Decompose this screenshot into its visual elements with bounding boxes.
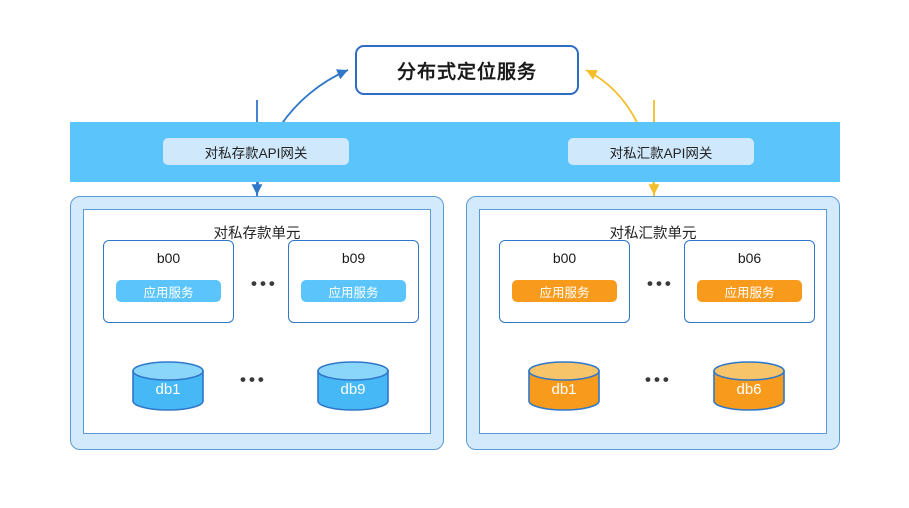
ellipsis-databases-deposit: ••• <box>240 370 267 389</box>
service-box[interactable]: 分布式定位服务 <box>355 45 579 95</box>
service-pill[interactable]: 应用服务 <box>116 280 221 302</box>
node-b00-remit[interactable]: b00 应用服务 <box>499 240 630 323</box>
database-db9-deposit[interactable]: db9 <box>317 361 389 411</box>
database-label: db1 <box>155 381 181 398</box>
database-label: db6 <box>736 381 762 398</box>
node-name: b00 <box>156 250 181 266</box>
node-name: b06 <box>737 250 762 266</box>
database-db1-deposit[interactable]: db1 <box>132 361 204 411</box>
service-pill[interactable]: 应用服务 <box>301 280 406 302</box>
unit-remit: 对私汇款单元 <box>466 196 840 450</box>
node-name: b00 <box>552 250 577 266</box>
service-pill[interactable]: 应用服务 <box>697 280 802 302</box>
ellipsis-nodes-deposit: ••• <box>251 274 278 293</box>
service-pill[interactable]: 应用服务 <box>512 280 617 302</box>
database-label: db9 <box>340 381 366 398</box>
unit-remit-title: 对私汇款单元 <box>609 226 697 242</box>
gateway-remit[interactable]: 对私汇款API网关 <box>568 138 754 165</box>
node-b00-deposit[interactable]: b00 应用服务 <box>103 240 234 323</box>
database-label: db1 <box>551 381 577 398</box>
database-db6-remit[interactable]: db6 <box>713 361 785 411</box>
service-box-title: 分布式定位服务 <box>396 61 537 83</box>
node-name: b09 <box>341 250 366 266</box>
unit-deposit: 对私存款单元 <box>70 196 444 450</box>
database-db1-remit[interactable]: db1 <box>528 361 600 411</box>
node-b06-remit[interactable]: b06 应用服务 <box>684 240 815 323</box>
unit-deposit-title: 对私存款单元 <box>213 226 301 242</box>
ellipsis-databases-remit: ••• <box>645 370 672 389</box>
node-b09-deposit[interactable]: b09 应用服务 <box>288 240 419 323</box>
ellipsis-nodes-remit: ••• <box>647 274 674 293</box>
gateway-deposit[interactable]: 对私存款API网关 <box>163 138 349 165</box>
